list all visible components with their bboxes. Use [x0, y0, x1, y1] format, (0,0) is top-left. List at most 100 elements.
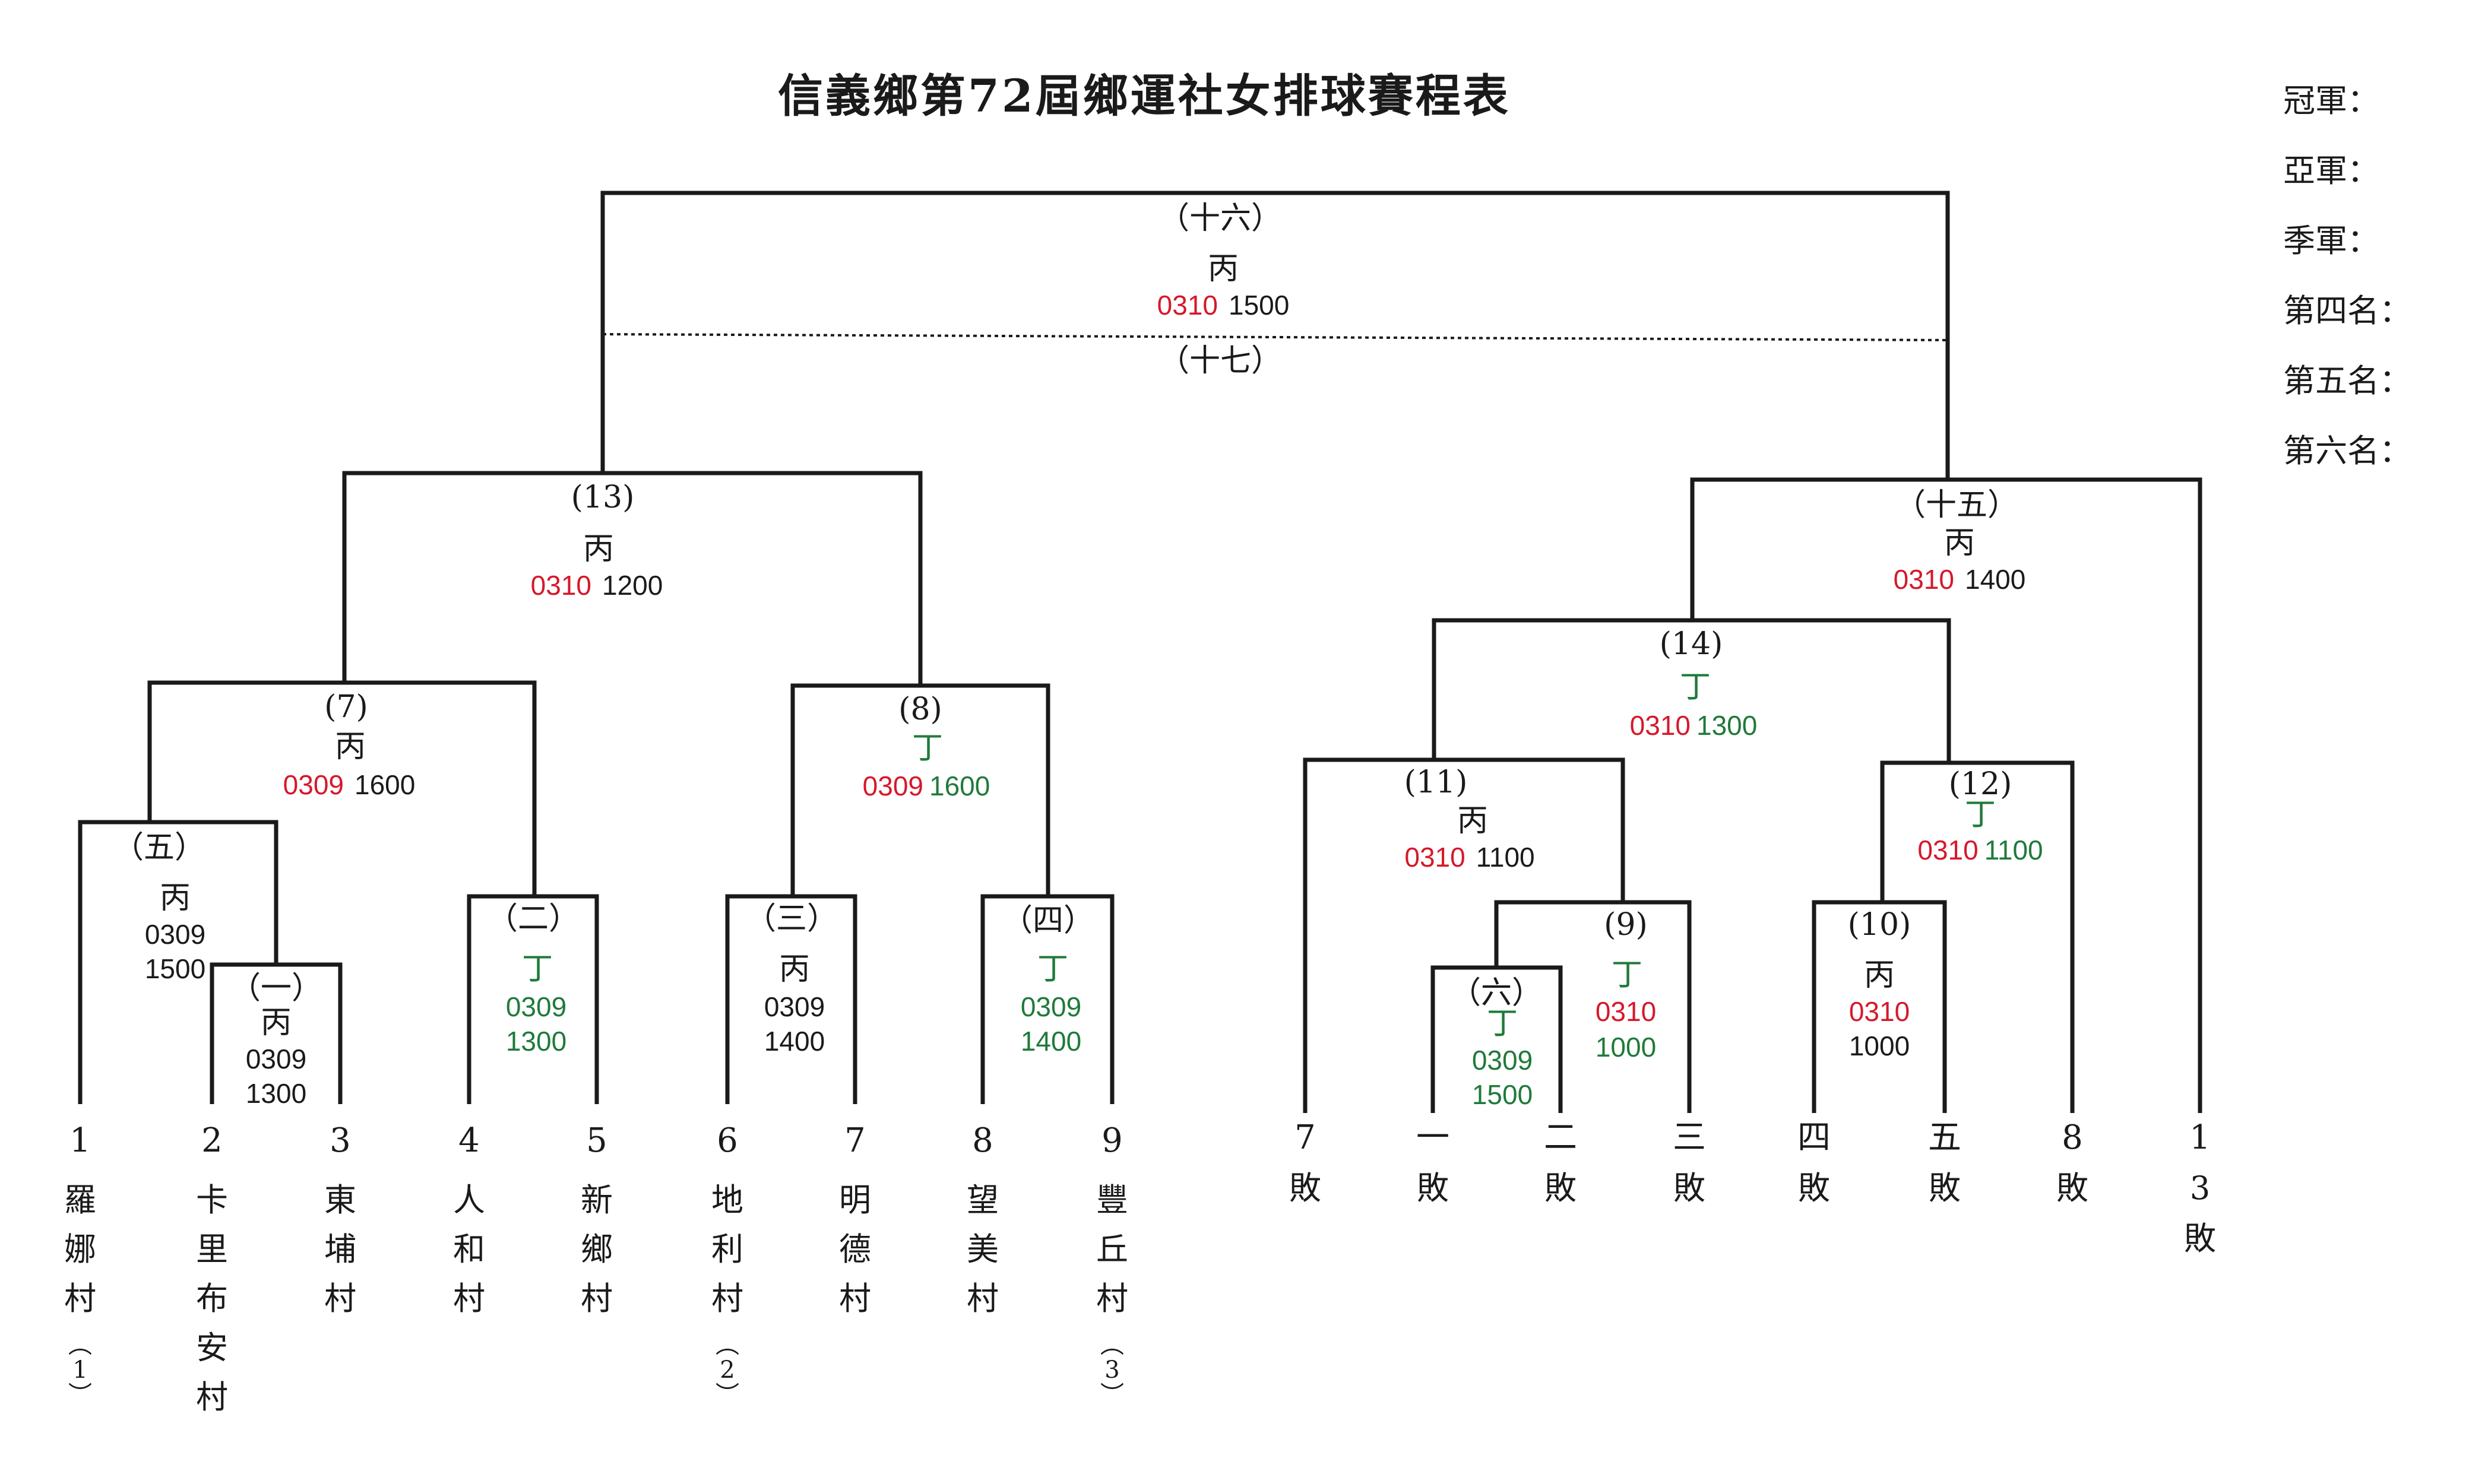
game-6-label: （六）	[1450, 975, 1543, 1011]
team-name-char: 鄉	[581, 1231, 613, 1268]
team-seed-char: 1	[72, 1356, 87, 1384]
team-name-char: 美	[967, 1231, 999, 1268]
game-7-label: (7)	[324, 689, 368, 725]
ranking-champion: 冠軍：	[2283, 82, 2379, 119]
team-name-char: 村	[324, 1280, 356, 1317]
loser-label-char: 敗	[1673, 1169, 1705, 1207]
game-10-time: 1000	[1849, 1030, 1910, 1061]
game-9-court: 丁	[1612, 957, 1642, 993]
page-title: 信義鄉第72屆鄉運社女排球賽程表	[778, 69, 1511, 122]
team-name-char: 明	[839, 1181, 871, 1219]
bracket-13	[342, 471, 923, 686]
loser-label-char: 3	[2190, 1169, 2210, 1207]
team-name-char: 村	[1096, 1280, 1128, 1317]
team-name-char: 村	[581, 1280, 613, 1317]
game-4-date: 0309	[1021, 991, 1081, 1022]
game-15-label: （十五）	[1895, 487, 2018, 523]
game-3-label: （三）	[745, 901, 838, 937]
ranking-sixth: 第六名：	[2283, 432, 2411, 470]
team-name-char: 布	[196, 1280, 228, 1317]
game-1-time: 1300	[246, 1078, 306, 1109]
game-4: （四） 丁 0309 1400	[1002, 903, 1094, 1057]
team-number: 9	[1101, 1121, 1123, 1160]
team-number: 3	[330, 1121, 351, 1160]
team-name-char: 人	[453, 1181, 485, 1219]
bracket-8	[790, 683, 1050, 896]
team-seed-char: ︶	[68, 1381, 92, 1409]
game-11-court: 丙	[1457, 803, 1488, 839]
team-name-char: 村	[711, 1280, 743, 1317]
team-name-char: 村	[839, 1280, 871, 1317]
team-number: 7	[844, 1121, 866, 1160]
bracket-lines	[78, 191, 2202, 1113]
loser-label-char: 敗	[1417, 1169, 1449, 1207]
team-seed-char: 3	[1104, 1356, 1119, 1384]
loser-source: 一	[1416, 1118, 1449, 1157]
rankings-list: 冠軍： 亞軍： 季軍： 第四名： 第五名： 第六名：	[2283, 82, 2411, 470]
team-name-char: 村	[453, 1280, 485, 1317]
loser-source: 8	[2062, 1118, 2083, 1157]
team-name-char: 利	[711, 1231, 743, 1268]
loser-slot-7: 8敗	[2056, 1118, 2088, 1207]
team-seed-char: ︵	[68, 1331, 92, 1359]
game-13-label: (13)	[571, 480, 635, 515]
game-16-label: （十六）	[1158, 201, 1282, 236]
game-3-court: 丙	[779, 952, 810, 987]
team-name-char: 里	[196, 1231, 228, 1268]
loser-slot-2: 一敗	[1416, 1118, 1449, 1207]
game-12-court: 丁	[1965, 797, 1996, 833]
game-1-court: 丙	[261, 1005, 292, 1041]
team-name-char: 和	[453, 1231, 485, 1268]
loser-label-char: 敗	[1544, 1169, 1577, 1207]
bracket-9	[1494, 900, 1692, 1113]
game-6: （六） 丁 0309 1500	[1450, 975, 1543, 1110]
bracket-10	[1812, 900, 1947, 1113]
game-6-court: 丁	[1487, 1006, 1518, 1042]
team-number: 6	[717, 1121, 738, 1160]
bracket-11	[1303, 757, 1625, 1113]
game-12-label: (12)	[1949, 766, 2012, 802]
game-2-date: 0309	[506, 991, 566, 1022]
bracket-15	[1690, 477, 2202, 1113]
loser-slot-5: 四敗	[1797, 1118, 1831, 1207]
game-16-court: 丙	[1208, 251, 1239, 287]
loser-label-char: 敗	[2056, 1169, 2088, 1207]
loser-source: 五	[1928, 1118, 1961, 1157]
bracket-final	[600, 191, 1950, 480]
team-number: 2	[201, 1121, 223, 1160]
team-name-char: 卡	[196, 1181, 228, 1219]
game-5-label: （五）	[113, 830, 205, 865]
game-3: （三） 丙 0309 1400	[745, 901, 838, 1057]
team-seed-char: ︵	[716, 1331, 739, 1359]
game-1-label: （一）	[230, 971, 322, 1006]
loser-slot-8: 13敗	[2184, 1118, 2216, 1257]
game-14-label: (14)	[1660, 626, 1723, 662]
game-5-time: 1500	[145, 953, 205, 984]
loser-label-char: 敗	[1289, 1169, 1321, 1207]
game-15-court: 丙	[1944, 525, 1975, 561]
game-17-label: （十七）	[1158, 343, 1282, 379]
loser-label-char: 敗	[1798, 1169, 1830, 1207]
loser-source: 7	[1294, 1118, 1316, 1157]
team-name-char: 羅	[64, 1181, 96, 1219]
game-8-label: (8)	[898, 692, 942, 727]
game-9-label: (9)	[1604, 907, 1648, 943]
game-9: (9) 丁 0310 1000	[1596, 907, 1656, 1063]
teams: 1羅娜村︵1︶2卡里布安村3東埔村4人和村5新鄉村6地利村︵2︶7明德村8望美村…	[64, 1121, 1128, 1416]
bracket-3	[725, 894, 857, 1104]
game-10-court: 丙	[1864, 957, 1895, 993]
game-2-label: （二）	[487, 901, 580, 937]
ranking-fourth: 第四名：	[2283, 292, 2411, 329]
